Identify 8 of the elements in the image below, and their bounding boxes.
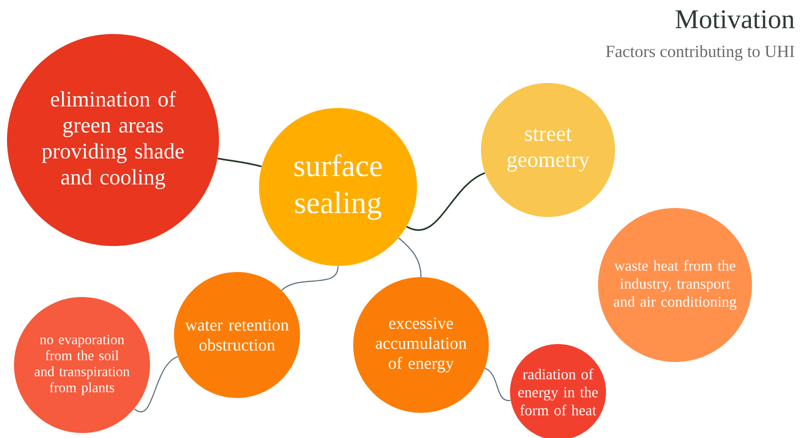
subtitle: Factors contributing to UHI: [606, 45, 794, 61]
title: Motivation: [676, 10, 794, 28]
connector-line: [217, 158, 262, 168]
connector-line: [134, 356, 178, 412]
connector-line: [281, 266, 339, 291]
connector-line: [406, 172, 486, 231]
connector-line: [398, 237, 422, 277]
connector-line: [484, 368, 511, 401]
